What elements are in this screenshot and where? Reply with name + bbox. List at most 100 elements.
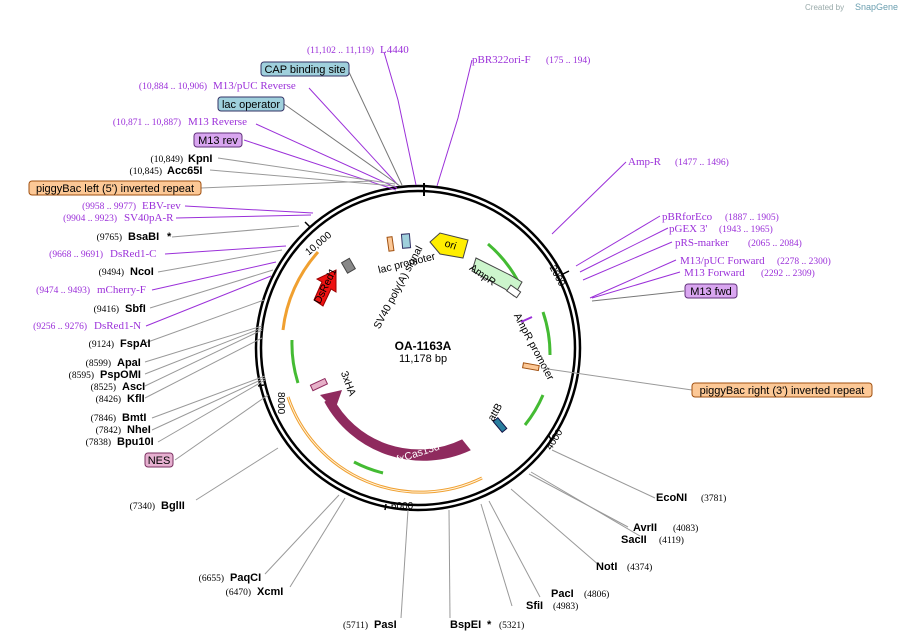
lac-promoter-marker — [400, 233, 412, 249]
fspai-coords: (9124) — [89, 339, 114, 350]
enzyme-bglii[interactable]: BglII — [161, 500, 185, 512]
dsred1-feature[interactable]: DsRed1 — [312, 257, 357, 307]
leader-lines — [144, 51, 693, 619]
enzyme-sfii[interactable]: SfiI — [526, 600, 543, 612]
primer-m13puc-fwd-coords: (2278 .. 2300) — [777, 256, 831, 267]
ampr-feature[interactable]: AmpR AmpR promoter — [467, 257, 557, 383]
enzyme-pspomi[interactable]: PspOMI — [100, 369, 141, 381]
enzyme-bpu10i[interactable]: Bpu10I — [117, 436, 154, 448]
primer-pbrforeco-coords: (1887 .. 1905) — [725, 212, 779, 223]
primer-ebvrev-coords: (9958 .. 9977) — [82, 201, 136, 212]
bmti-coords: (7846) — [91, 413, 116, 424]
sbfi-coords: (9416) — [94, 304, 119, 315]
plasmid-name: OA-1163A — [395, 339, 452, 353]
green-arcs — [290, 242, 552, 475]
tick-2000: 2000 — [547, 264, 567, 289]
enzyme-bmti[interactable]: BmtI — [122, 412, 146, 424]
tick-10000: 10,000 — [304, 230, 335, 258]
primer-dsred1c-coords: (9668 .. 9691) — [49, 249, 103, 260]
bglii-coords: (7340) — [130, 501, 155, 512]
enzyme-nhei[interactable]: NheI — [127, 424, 151, 436]
enzyme-fspai[interactable]: FspAI — [120, 338, 151, 350]
ori-feature[interactable]: ori — [429, 232, 469, 259]
primer-m13puc-fwd[interactable]: M13/pUC Forward — [680, 255, 765, 267]
enzyme-acc65i[interactable]: Acc65I — [167, 165, 202, 177]
enzyme-pasi[interactable]: PasI — [374, 619, 397, 631]
primer-m13puc-rev-coords: (10,884 .. 10,906) — [139, 81, 207, 92]
cap-binding-site-box[interactable] — [260, 61, 350, 77]
rfxcas13d-feature[interactable]: RfxCas13d — [320, 390, 471, 468]
enzyme-ncoi[interactable]: NcoI — [130, 266, 154, 278]
enzyme-bsabi[interactable]: BsaBI — [128, 231, 159, 243]
nes-label: NES — [148, 455, 171, 467]
noti-coords: (4374) — [627, 562, 652, 573]
attb-label: attB — [485, 401, 505, 423]
primer-dsred1n[interactable]: DsRed1-N — [94, 320, 141, 332]
primer-l4440[interactable]: L4440 — [380, 44, 409, 56]
kfli-coords: (8426) — [96, 394, 121, 405]
primer-prsmarker[interactable]: pRS-marker — [675, 237, 729, 249]
bsabi-coords: (9765) — [97, 232, 122, 243]
paqci-coords: (6655) — [199, 573, 224, 584]
primer-m13-fwd[interactable]: M13 Forward — [684, 267, 745, 279]
enzyme-noti[interactable]: NotI — [596, 561, 617, 573]
enzyme-econi[interactable]: EcoNI — [656, 492, 687, 504]
small-orange-marker — [386, 236, 395, 252]
m13-rev-label: M13 rev — [198, 135, 238, 147]
enzyme-kfli[interactable]: KflI — [127, 393, 145, 405]
primer-pgex3[interactable]: pGEX 3' — [669, 223, 707, 235]
piggybac-left-label: piggyBac left (5') inverted repeat — [36, 183, 194, 195]
sfii-coords: (4983) — [553, 601, 578, 612]
primer-pbrforeco[interactable]: pBRforEco — [662, 211, 713, 223]
enzyme-bspei[interactable]: BspEI — [450, 619, 481, 631]
primer-sv40par[interactable]: SV40pA-R — [124, 212, 174, 224]
enzyme-avrii[interactable]: AvrII — [633, 522, 657, 534]
three-xha-feature[interactable] — [309, 377, 329, 392]
primer-dsred1n-coords: (9256 .. 9276) — [33, 321, 87, 332]
enzyme-sbfi[interactable]: SbfI — [125, 303, 146, 315]
primer-dsred1c[interactable]: DsRed1-C — [110, 248, 156, 260]
enzyme-paqci[interactable]: PaqCI — [230, 572, 261, 584]
enzyme-kpni[interactable]: KpnI — [188, 153, 212, 165]
primer-m13puc-rev[interactable]: M13/pUC Reverse — [213, 80, 296, 92]
enzyme-paci[interactable]: PacI — [551, 588, 574, 600]
primer-pbr322orif-coords: (175 .. 194) — [546, 55, 590, 66]
tick-6000: 6000 — [391, 501, 414, 512]
plasmid-size: 11,178 bp — [399, 353, 447, 365]
econi-coords: (3781) — [701, 493, 726, 504]
enzyme-apai[interactable]: ApaI — [117, 357, 141, 369]
enzyme-asci[interactable]: AscI — [122, 381, 145, 393]
sv40-label: SV40 poly(A) signal — [371, 244, 425, 331]
enzyme-sacii[interactable]: SacII — [621, 534, 647, 546]
primer-sv40par-coords: (9904 .. 9923) — [63, 213, 117, 224]
primer-mcherryf[interactable]: mCherry-F — [97, 284, 146, 296]
primer-l4440-coords: (11,102 .. 11,119) — [307, 45, 374, 56]
enzyme-xcmi[interactable]: XcmI — [257, 586, 283, 598]
orange-arcs — [281, 250, 483, 494]
primer-m13-rev[interactable]: M13 Reverse — [188, 116, 247, 128]
m13-rev-box[interactable] — [193, 132, 243, 148]
bspei-star: * — [487, 619, 492, 631]
piggybac-right-label: piggyBac right (3') inverted repeat — [700, 385, 865, 397]
bspei-coords: (5321) — [499, 620, 524, 631]
m13-fwd-box[interactable] — [684, 283, 738, 299]
tick-8000: 8000 — [275, 392, 286, 415]
piggybac-left-box[interactable] — [28, 180, 202, 196]
primer-ebvrev[interactable]: EBV-rev — [142, 200, 181, 212]
m13-fwd-label: M13 fwd — [690, 286, 732, 298]
paci-coords: (4806) — [584, 589, 609, 600]
primer-mark-ampr — [520, 316, 533, 323]
nes-box[interactable] — [144, 452, 174, 468]
piggybac-right-box[interactable] — [691, 382, 873, 398]
primer-m13-fwd-coords: (2292 .. 2309) — [761, 268, 815, 279]
xcmi-coords: (6470) — [226, 587, 251, 598]
primer-ampr[interactable]: Amp-R — [628, 156, 662, 168]
lac-operator-box[interactable] — [217, 96, 285, 112]
primer-mcherryf-coords: (9474 .. 9493) — [36, 285, 90, 296]
primer-pbr322orif[interactable]: pBR322ori-F — [472, 54, 531, 66]
cap-binding-site-label: CAP binding site — [264, 64, 345, 76]
attb-feature[interactable] — [492, 417, 508, 433]
pspomi-coords: (8595) — [69, 370, 94, 381]
